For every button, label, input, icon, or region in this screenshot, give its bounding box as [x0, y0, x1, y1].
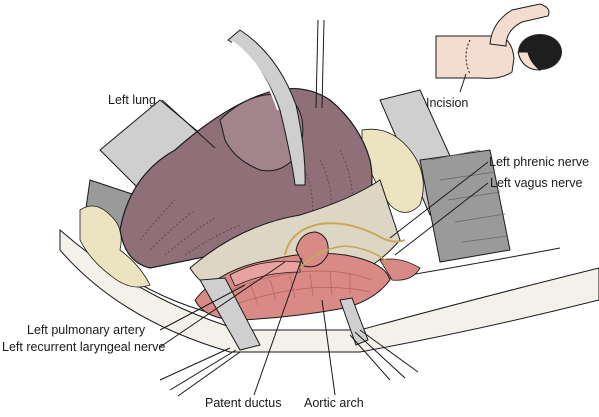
- label-patent-ductus: Patent ductus: [205, 396, 282, 410]
- lung-retractor-spatula: [227, 19, 325, 186]
- fat-left: [79, 205, 151, 288]
- label-left-vagus-nerve: Left vagus nerve: [490, 176, 583, 190]
- leader-patent-ductus: [253, 257, 303, 396]
- label-incision: Incision: [426, 96, 469, 110]
- retractor-lower: [159, 277, 419, 397]
- label-aortic-arch: Aortic arch: [304, 396, 364, 410]
- leader-left-vagus: [394, 182, 489, 256]
- patient-raised-arm: [489, 3, 550, 47]
- label-left-recurrent-laryngeal-nerve: Left recurrent laryngeal nerve: [2, 340, 166, 354]
- nerves: [284, 222, 406, 269]
- incision-line: [465, 39, 471, 75]
- patient-face: [517, 51, 542, 71]
- phrenic-nerve-shape: [284, 222, 406, 256]
- leader-lines: [159, 99, 489, 396]
- leader-left-pulmonary-artery: [159, 284, 246, 331]
- patient-position-inset: [435, 3, 562, 93]
- label-left-pulmonary-artery: Left pulmonary artery: [27, 323, 146, 337]
- vagus-nerve-shape: [299, 245, 389, 269]
- label-left-lung: Left lung: [108, 93, 156, 107]
- retractor-right: [361, 89, 511, 263]
- label-left-phrenic-nerve: Left phrenic nerve: [489, 155, 590, 169]
- pulmonary-artery-shape: [229, 260, 301, 287]
- ductus-shape: [295, 231, 329, 268]
- leader-left-recurrent-laryngeal: [159, 261, 286, 348]
- leader-aortic-arch: [321, 299, 336, 396]
- leader-left-lung: [161, 99, 216, 149]
- leader-left-phrenic: [389, 161, 489, 239]
